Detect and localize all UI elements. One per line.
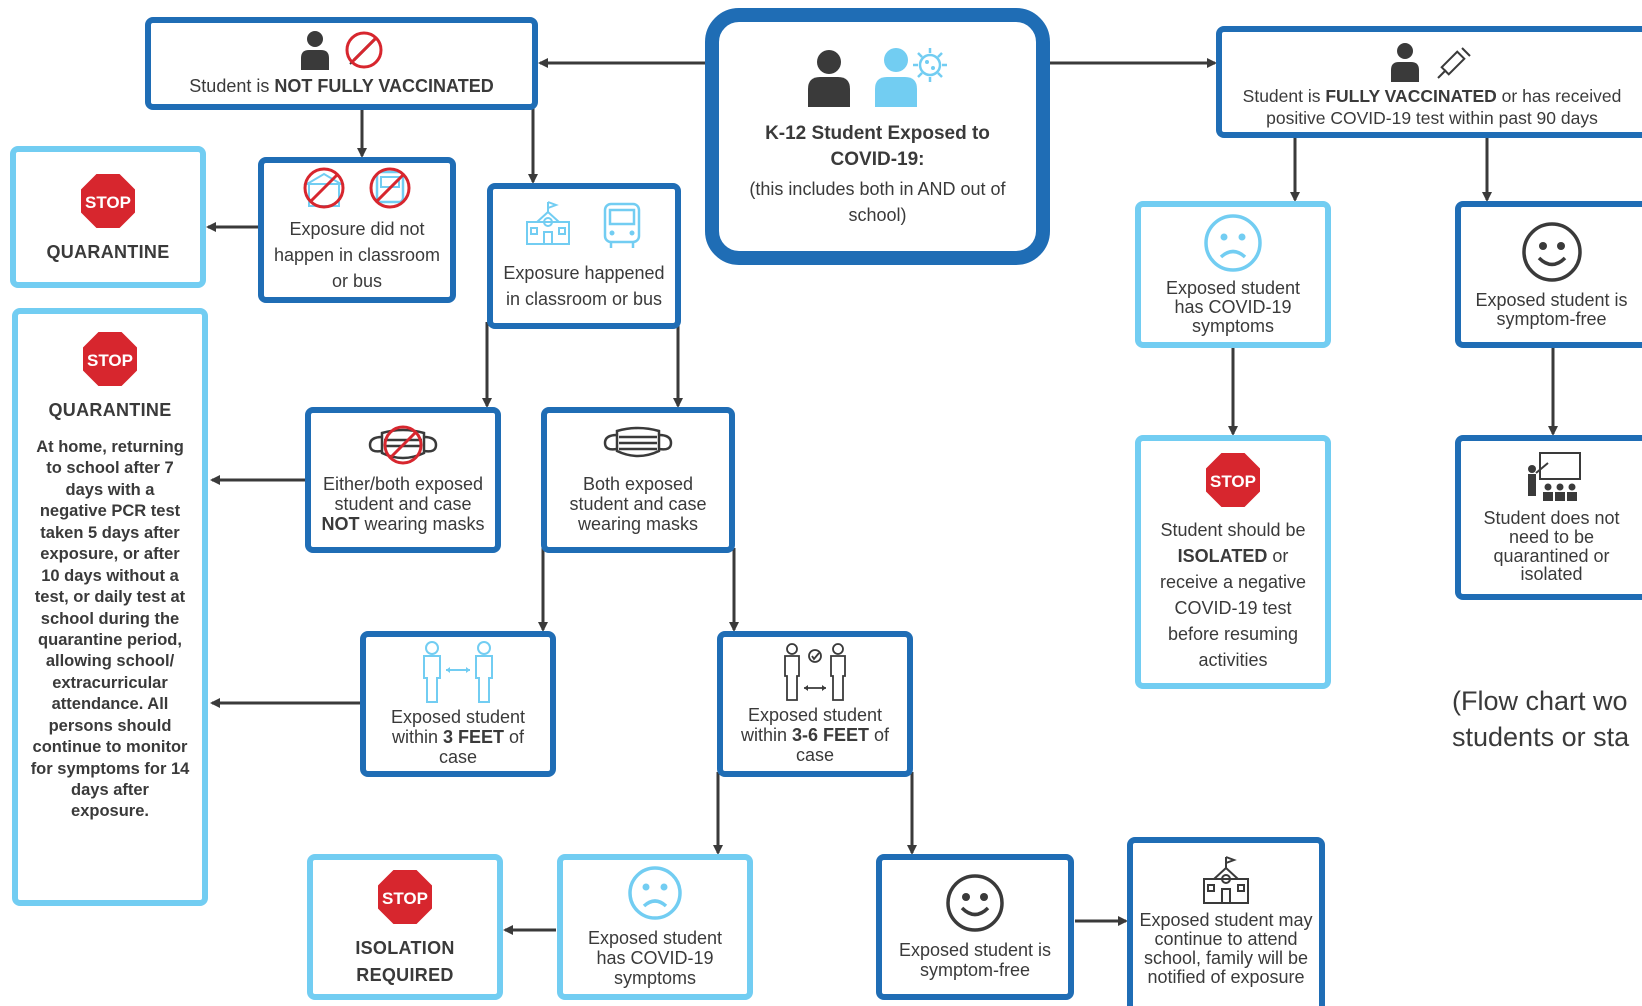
stop-sign-icon: STOP [1204, 450, 1262, 509]
symptom-free-right-text: Exposed student is symptom-free [1475, 289, 1628, 329]
quarantine-detail-box: STOP QUARANTINE At home, returning to sc… [12, 308, 208, 906]
exposure-not-classroom-text: Exposure did not happen in classroom or … [273, 218, 441, 292]
no-vaccine-icon [345, 31, 382, 69]
continue-school-box: Exposed student may continue to attend s… [1127, 837, 1325, 1006]
vaccine-syringe-icon [1437, 47, 1471, 79]
main-title: K-12 Student Exposed to COVID-19: [765, 122, 990, 171]
classroom-teacher-icon [1527, 451, 1581, 501]
stop-sign-icon: STOP [81, 330, 139, 388]
quarantine-detail-text: At home, returning to school after 7 day… [30, 438, 190, 821]
isolated-right-box: STOP Student should be ISOLATED or recei… [1135, 435, 1331, 689]
school-icon [1203, 856, 1249, 904]
symptoms-bottom-box: Exposed student has COVID-19 symptoms [557, 854, 753, 1000]
isolated-right-label: ISOLATED [1177, 545, 1268, 566]
flowchart-note-line2: students or sta [1452, 722, 1630, 753]
infected-person-virus-icon [874, 47, 947, 107]
vaccinated-label: FULLY VACCINATED [1325, 86, 1497, 106]
no-masks-box: Either/both exposed student and case NOT… [305, 407, 501, 553]
no-quarantine-box: Student does not need to be quarantined … [1455, 435, 1642, 600]
stop-sign-icon: STOP [376, 868, 434, 926]
symptoms-right-box: Exposed student has COVID-19 symptoms [1135, 201, 1331, 348]
face-mask-icon [603, 427, 673, 458]
svg-text:STOP: STOP [382, 889, 428, 908]
quarantine-top-label: QUARANTINE [46, 241, 170, 262]
stop-sign-icon: STOP [79, 171, 137, 230]
no-mask-icon [368, 425, 438, 465]
svg-text:STOP: STOP [1210, 472, 1256, 491]
svg-text:STOP: STOP [85, 193, 131, 212]
flowchart-note-line1: (Flow chart wo [1452, 686, 1628, 716]
symptom-free-bottom-box: Exposed student is symptom-free [876, 854, 1074, 1000]
isolation-required-line1: ISOLATION [355, 938, 455, 958]
school-icon [526, 200, 570, 245]
main-subtitle: (this includes both in AND out of school… [749, 179, 1006, 226]
within-3-6-feet-suffix: of case [795, 725, 890, 765]
vaccinated-box: Student is FULLY VACCINATED or has recei… [1216, 26, 1642, 138]
isolation-required-box: STOP ISOLATION REQUIRED [307, 854, 503, 1000]
within-3-feet-suffix: of case [438, 727, 525, 767]
isolation-required-line2: REQUIRED [356, 965, 454, 985]
student-person-icon [807, 49, 850, 107]
student-person-icon [300, 30, 329, 70]
within-3-feet-distance: 3 FEET [443, 727, 505, 748]
distanced-contact-icon [784, 643, 846, 702]
not-vaccinated-box: Student is NOT FULLY VACCINATED [145, 17, 538, 110]
isolated-right-prefix: Student should be [1160, 519, 1306, 540]
within-3-feet-box: Exposed student within 3 FEET of case [360, 631, 556, 777]
exposure-not-classroom-box: Exposure did not happen in classroom or … [258, 157, 456, 303]
happy-face-icon [1521, 221, 1582, 282]
happy-face-icon [946, 874, 1004, 932]
close-contact-icon [423, 641, 493, 704]
within-3-6-feet-distance: 3-6 FEET [791, 725, 870, 746]
continue-school-text: Exposed student may continue to attend s… [1139, 910, 1313, 987]
exposure-classroom-text: Exposure happened in classroom or bus [503, 262, 665, 309]
vaccinated-prefix: Student is [1242, 86, 1326, 106]
symptom-free-bottom-text: Exposed student is symptom-free [898, 940, 1052, 980]
svg-text:STOP: STOP [87, 351, 133, 370]
symptoms-right-text: Exposed student has COVID-19 symptoms [1165, 278, 1301, 336]
vaccinated-suffix: or has received positive COVID-19 test w… [1266, 86, 1622, 128]
symptoms-bottom-text: Exposed student has COVID-19 symptoms [587, 928, 723, 988]
no-bus-icon [369, 167, 411, 209]
no-masks-prefix: Either/both exposed student and case [322, 474, 484, 515]
not-vaccinated-prefix: Student is [189, 75, 275, 96]
not-vaccinated-label: NOT FULLY VACCINATED [274, 75, 494, 96]
symptom-free-right-box: Exposed student is symptom-free [1455, 201, 1642, 348]
no-quarantine-text: Student does not need to be quarantined … [1483, 507, 1620, 585]
quarantine-detail-label: QUARANTINE [48, 400, 172, 420]
within-3-6-feet-box: Exposed student within 3-6 FEET of case [717, 631, 913, 777]
no-school-icon [303, 167, 345, 209]
sad-face-icon [1204, 214, 1262, 272]
masks-text: Both exposed student and case wearing ma… [569, 474, 707, 534]
within-3-6-feet-prefix: Exposed student within [740, 705, 883, 746]
isolated-right-suffix: or receive a negative COVID-19 test befo… [1159, 545, 1307, 671]
sad-face-icon [628, 866, 682, 921]
no-masks-emphasis: NOT [321, 513, 360, 534]
quarantine-top-box: STOP QUARANTINE [10, 146, 206, 288]
masks-box: Both exposed student and case wearing ma… [541, 407, 735, 553]
within-3-feet-prefix: Exposed student within [390, 707, 526, 748]
bus-icon [603, 202, 641, 248]
no-masks-suffix: wearing masks [359, 513, 485, 534]
student-person-icon [1391, 43, 1419, 82]
main-exposure-box: K-12 Student Exposed to COVID-19: (this … [705, 8, 1050, 265]
exposure-classroom-box: Exposure happened in classroom or bus [487, 183, 681, 329]
flowchart-note: (Flow chart wo students or sta [1452, 683, 1629, 756]
